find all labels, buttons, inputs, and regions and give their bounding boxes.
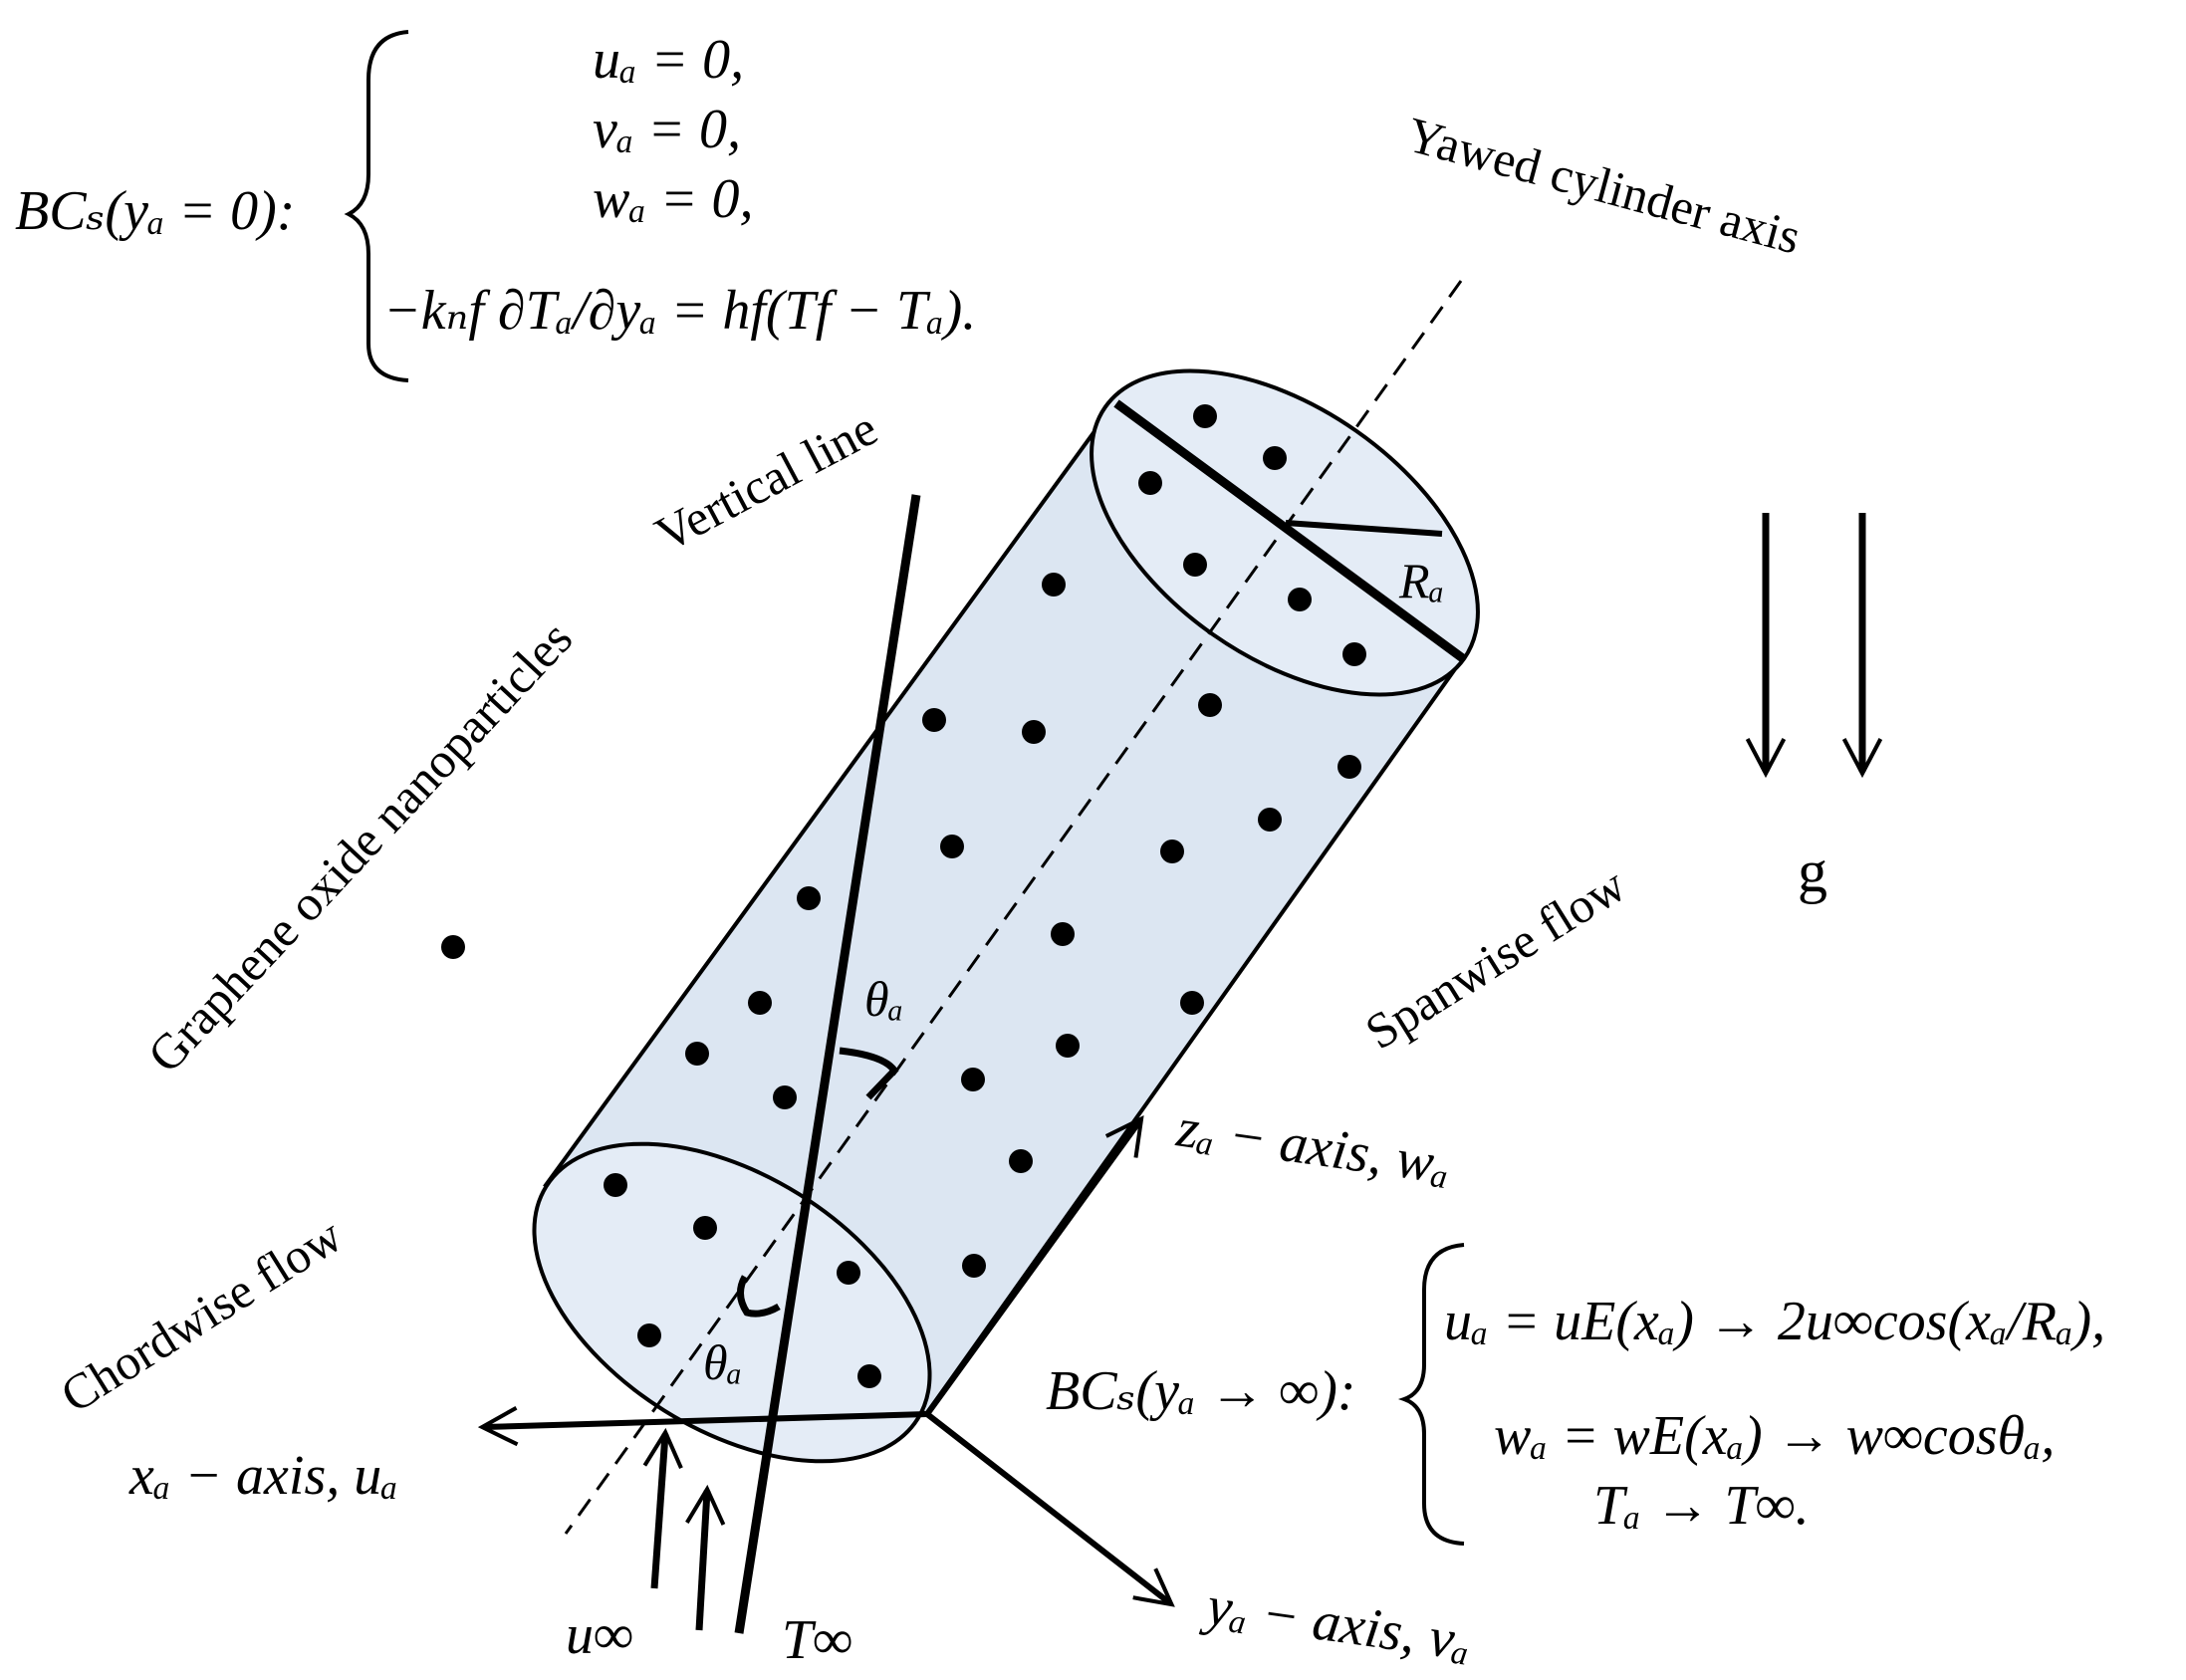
y-axis-label: yₐ − axis, vₐ [1198, 1574, 1474, 1673]
nanoparticle-dot [773, 1085, 797, 1109]
nanoparticle-dot [748, 991, 772, 1015]
nanoparticle-dot [1193, 404, 1217, 428]
nanoparticle-dot [961, 1068, 985, 1091]
nanoparticle-dot [922, 708, 946, 732]
nanoparticle-dot [1160, 840, 1184, 863]
nanoparticle-dot [1022, 720, 1046, 744]
nanoparticle-dot [1337, 755, 1361, 779]
bc-far-line-1: uₐ = uE(xₐ) → 2u∞cos(xₐ/Rₐ), [1444, 1291, 2105, 1352]
vertical-line [734, 494, 921, 1634]
bc-wall-title: BCₛ(yₐ = 0): [15, 180, 295, 242]
bc-far-block: BCₛ(yₐ → ∞): uₐ = uE(xₐ) → 2u∞cos(xₐ/Rₐ)… [1046, 1243, 2105, 1546]
theta-top-label: θₐ [864, 971, 903, 1027]
u-infinity-label: u∞ [566, 1604, 633, 1666]
gravity-arrows [1745, 513, 1883, 779]
nanoparticles-label: Graphene oxide nanoparticles [136, 610, 583, 1083]
theta-arc-bottom [737, 1275, 781, 1318]
spanwise-flow-label: Spanwise flow [1355, 856, 1635, 1060]
nanoparticle-dot [1258, 808, 1282, 832]
nanoparticle-dot [685, 1042, 709, 1066]
bc-wall-line-3: wₐ = 0, [593, 168, 754, 230]
nanoparticle-dot [1288, 588, 1312, 611]
freestream-arrows [642, 1427, 726, 1631]
nanoparticle-dots [604, 404, 1366, 1388]
t-infinity-label: T∞ [782, 1609, 852, 1671]
radius-label: Rₐ [1398, 553, 1444, 608]
nanoparticle-dot [1138, 471, 1162, 495]
radius-line [1285, 520, 1443, 537]
nanoparticle-dot [797, 886, 821, 910]
nanoparticle-dot [604, 1173, 627, 1197]
bc-far-brace [1397, 1243, 1465, 1546]
chordwise-flow-label: Chordwise flow [51, 1207, 352, 1423]
nanoparticle-dot [837, 1261, 860, 1285]
x-axis-label: xₐ − axis, uₐ [128, 1445, 398, 1507]
bc-far-line-2: wₐ = wE(xₐ) → w∞cosθₐ, [1494, 1405, 2055, 1467]
nanoparticle-legend-dot [441, 935, 465, 959]
gravity-label: g [1798, 839, 1827, 904]
bc-wall-block: BCₛ(yₐ = 0): uₐ = 0, vₐ = 0, wₐ = 0, −kₙ… [15, 29, 976, 382]
nanoparticle-dot [637, 1323, 661, 1347]
y-axis-arrow [925, 1411, 1175, 1607]
z-axis-label: zₐ − axis, wₐ [1172, 1096, 1454, 1196]
bc-wall-line-4: −kₙf ∂Tₐ/∂yₐ = hf(Tf − Tₐ). [383, 280, 976, 342]
bc-wall-brace [344, 30, 409, 382]
z-axis-arrow [924, 1115, 1144, 1416]
bc-far-title: BCₛ(yₐ → ∞): [1046, 1360, 1356, 1422]
nanoparticle-dot [1342, 642, 1366, 666]
yawed-cylinder-axis-line [564, 280, 1463, 1535]
top-cap-diameter [1113, 399, 1467, 663]
bc-far-line-3: Tₐ → T∞. [1593, 1475, 1810, 1537]
theta-arc-top [839, 1047, 899, 1100]
nanoparticle-dot [1056, 1034, 1080, 1058]
yawed-axis-label: Yawed cylinder axis [1401, 107, 1807, 265]
nanoparticle-dot [962, 1254, 986, 1278]
bc-wall-line-2: vₐ = 0, [593, 99, 741, 160]
nanoparticle-dot [1263, 446, 1287, 470]
x-axis-arrow [477, 1405, 928, 1447]
nanoparticle-dot [1042, 573, 1066, 597]
nanoparticle-dot [940, 835, 964, 858]
vertical-line-label: Vertical line [646, 399, 886, 563]
nanoparticle-dot [1198, 693, 1222, 717]
nanoparticle-dot [693, 1216, 717, 1240]
theta-bottom-label: θₐ [703, 1334, 742, 1390]
nanoparticle-dot [1180, 991, 1204, 1015]
nanoparticle-dot [1009, 1149, 1033, 1173]
bc-wall-line-1: uₐ = 0, [593, 29, 744, 91]
nanoparticle-dot [857, 1364, 881, 1388]
nanoparticle-dot [1183, 553, 1207, 577]
coordinate-axes [477, 1115, 1175, 1607]
nanoparticle-dot [1051, 922, 1075, 946]
